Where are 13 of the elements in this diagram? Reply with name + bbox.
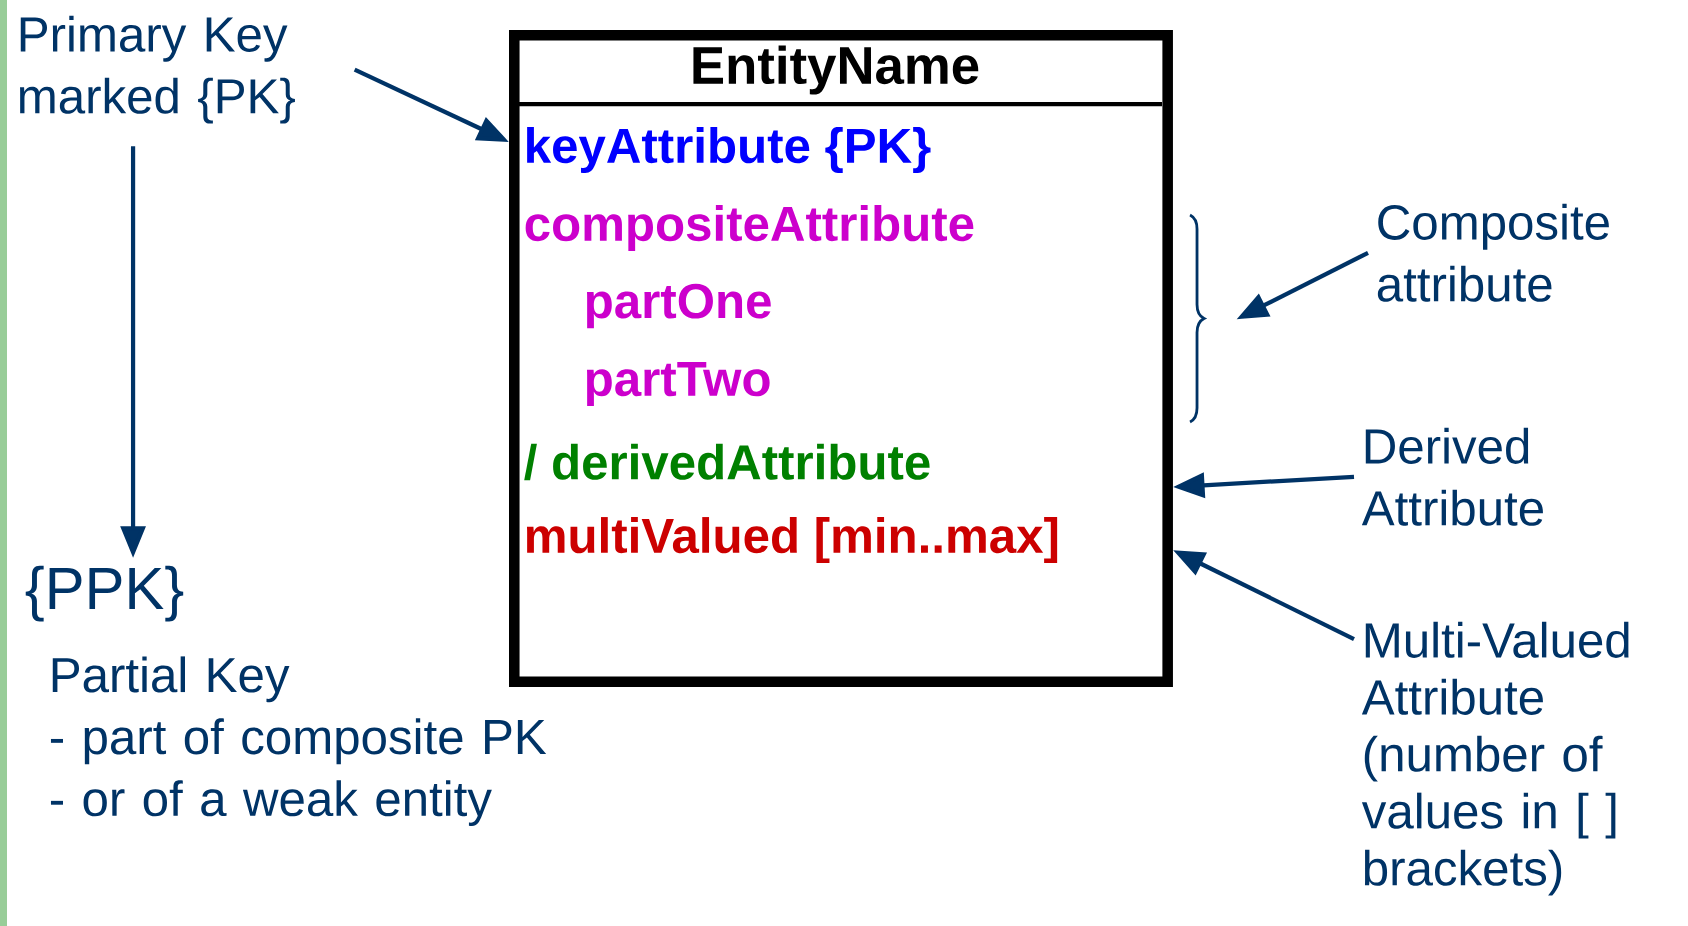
note-text: {PPK} Partial Key - part of composite PK - or of a weak entity [25,565,547,827]
attribute-text: compositeAttribute [525,205,974,251]
attribute-text: keyAttribute {PK} [527,127,931,173]
note-text: Derived Attribute [1361,427,1543,526]
curly-brace [1189,213,1206,424]
attribute-text: multiValued [min..max] [526,517,1058,563]
attribute-text: partTwo [586,362,770,407]
attribute-text: partOne [586,283,771,329]
entity-name: EntityName [693,45,979,95]
note-text: Primary Key marked {PK} [20,15,295,124]
attribute-text: / derivedAttribute [524,443,930,481]
note-text: Composite attribute [1377,203,1609,302]
note-text: Multi-Valued Attribute (number of values in [ ] brackets) [1361,621,1629,896]
